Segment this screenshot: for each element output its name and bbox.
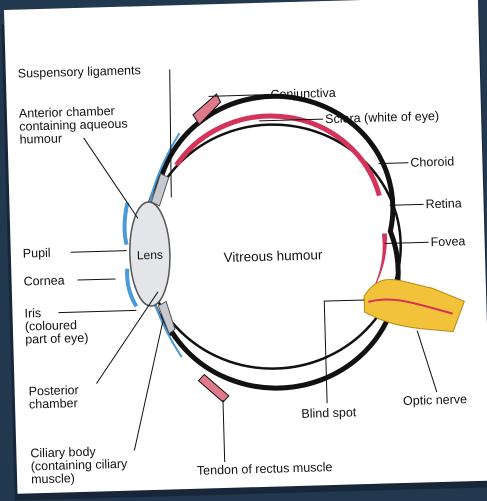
ciliary-line-3: muscle) (31, 471, 128, 487)
vitreous-chamber (160, 141, 386, 353)
label-choroid: Choroid (410, 155, 454, 169)
label-conjunctiva: Conjunctiva (270, 87, 336, 102)
label-optic-nerve: Optic nerve (403, 393, 467, 408)
posterior-line-2: chamber (29, 397, 79, 411)
label-retina: Retina (425, 197, 461, 211)
iris-blue (124, 203, 129, 245)
label-pupil: Pupil (23, 247, 51, 261)
label-cornea: Cornea (23, 274, 64, 288)
lens-label: Lens (137, 248, 163, 263)
label-ciliary-body: Ciliary body (containing ciliary muscle) (30, 445, 128, 487)
label-blind-spot: Blind spot (301, 406, 356, 421)
iris-line-3: part of eye) (25, 332, 89, 347)
diagram-sheet: Lens Vitreous humour (4, 0, 487, 494)
vitreous-label: Vitreous humour (223, 247, 323, 265)
optic-nerve (364, 277, 465, 334)
label-anterior-chamber: Anterior chamber containing aqueous humo… (19, 105, 128, 147)
label-fovea: Fovea (430, 235, 465, 249)
label-iris: Iris (coloured part of eye) (24, 306, 88, 347)
label-posterior-chamber: Posterior chamber (28, 384, 79, 411)
